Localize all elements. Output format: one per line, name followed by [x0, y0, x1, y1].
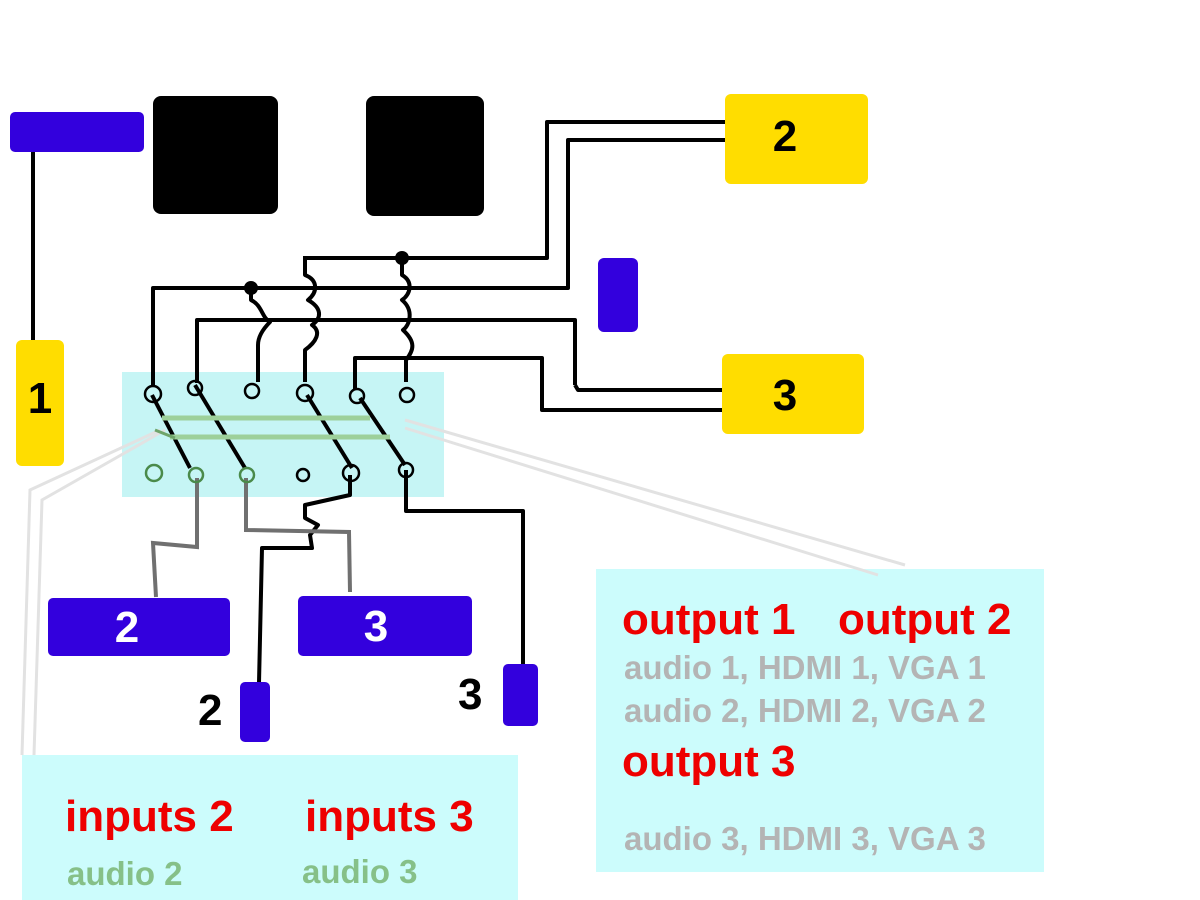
- audio-3-label: audio 3: [302, 853, 418, 890]
- output-2-label: output 2: [838, 595, 1012, 644]
- yellow-node-3: 3: [722, 354, 864, 434]
- outputs-legend-panel: [596, 569, 1044, 872]
- bottom-contacts: [295, 461, 415, 483]
- output-1-label: output 1: [622, 595, 796, 644]
- blue-input-2: 2: [48, 598, 230, 656]
- blue-input-2-label: 2: [114, 603, 140, 652]
- black-wires: [31, 120, 725, 684]
- green-contacts: [144, 463, 256, 484]
- output-3-label: output 3: [622, 737, 796, 786]
- small-connector-2-label: 2: [198, 686, 223, 735]
- blue-input-3: 3: [298, 596, 472, 656]
- black-block-left: [153, 96, 278, 214]
- output-line-3: audio 3, HDMI 3, VGA 3: [624, 820, 986, 857]
- inputs-3-label: inputs 3: [305, 792, 474, 841]
- junction-dots: [244, 251, 409, 295]
- blue-bar-top-left: [10, 112, 144, 152]
- output-line-2: audio 2, HDMI 2, VGA 2: [624, 692, 986, 729]
- output-line-1: audio 1, HDMI 1, VGA 1: [624, 649, 986, 686]
- black-block-right: [366, 96, 484, 216]
- top-contacts: [143, 379, 416, 405]
- small-blue-connector-2: [240, 682, 270, 742]
- inputs-legend-panel: [22, 755, 518, 900]
- green-bars: [162, 415, 390, 440]
- guide-lines: [20, 418, 906, 756]
- yellow-node-1: 1: [16, 340, 64, 466]
- small-blue-connector-3: [503, 664, 538, 726]
- green-blades: [154, 428, 176, 440]
- gray-wires: [150, 478, 352, 598]
- inputs-2-label: inputs 2: [65, 792, 234, 841]
- blue-block-mid: [598, 258, 638, 332]
- yellow-node-2-label: 2: [772, 112, 798, 161]
- yellow-node-1-label: 1: [27, 374, 53, 423]
- audio-2-label: audio 2: [67, 855, 183, 892]
- yellow-node-2: 2: [725, 94, 868, 184]
- small-connector-3-label: 3: [458, 670, 483, 719]
- yellow-node-3-label: 3: [772, 371, 798, 420]
- blue-input-3-label: 3: [363, 602, 389, 651]
